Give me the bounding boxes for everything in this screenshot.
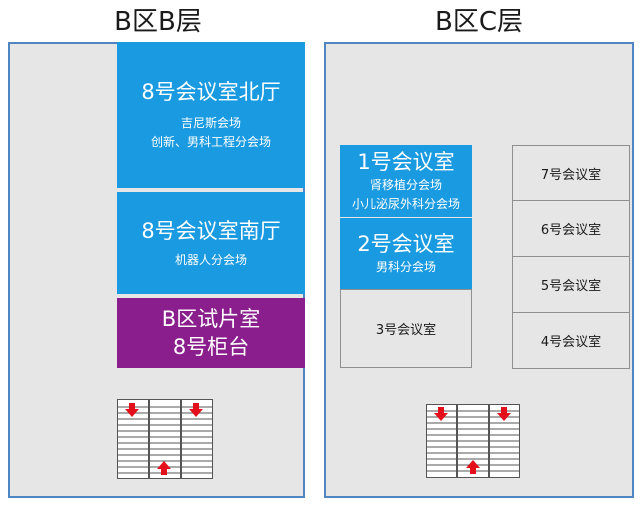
room-7[interactable]: 7号会议室 <box>512 145 630 201</box>
room-8-north-hall-venue-1: 吉尼斯会场 <box>180 116 241 130</box>
room-5[interactable]: 5号会议室 <box>512 256 630 313</box>
room-8-north-hall-name: 8号会议室北厅 <box>141 80 281 104</box>
arrow-up-icon <box>157 461 171 475</box>
arrow-up-icon <box>466 460 480 474</box>
room-1-name: 1号会议室 <box>357 150 455 174</box>
arrow-down-icon <box>497 407 511 421</box>
room-2-venue-1: 男科分会场 <box>375 260 436 274</box>
arrow-down-icon <box>434 407 448 421</box>
arrow-down-icon <box>189 403 203 417</box>
floor-b-map: 8号会议室北厅 吉尼斯会场 创新、男科工程分会场 8号会议室南厅 机器人分会场 … <box>8 42 305 498</box>
room-8-south-hall-venue-1: 机器人分会场 <box>174 252 247 267</box>
room-1[interactable]: 1号会议室 肾移植分会场 小儿泌尿外科分会场 <box>340 145 472 217</box>
preview-room[interactable]: B区试片室 8号柜台 <box>117 298 305 368</box>
room-8-south-hall[interactable]: 8号会议室南厅 机器人分会场 <box>117 192 305 294</box>
escalator-icon <box>426 404 520 478</box>
floor-c-map: 1号会议室 肾移植分会场 小儿泌尿外科分会场 2号会议室 男科分会场 3号会议室… <box>324 42 634 498</box>
arrow-down-icon <box>125 403 139 417</box>
room-3-name: 3号会议室 <box>375 323 437 338</box>
preview-room-name: B区试片室 <box>161 307 261 331</box>
room-7-name: 7号会议室 <box>540 167 602 183</box>
room-8-north-hall-venue-2: 创新、男科工程分会场 <box>150 135 271 149</box>
room-5-name: 5号会议室 <box>540 279 602 294</box>
room-8-south-hall-name: 8号会议室南厅 <box>141 218 281 243</box>
escalator-icon <box>117 399 213 479</box>
room-6[interactable]: 6号会议室 <box>512 200 630 257</box>
floor-title-c: B区C层 <box>435 7 523 37</box>
room-3[interactable]: 3号会议室 <box>340 289 472 368</box>
preview-room-counter: 8号柜台 <box>172 335 250 359</box>
room-1-venue-1: 肾移植分会场 <box>369 178 442 192</box>
room-4[interactable]: 4号会议室 <box>512 312 630 369</box>
floor-title-b: B区B层 <box>114 7 202 37</box>
room-2[interactable]: 2号会议室 男科分会场 <box>340 218 472 289</box>
room-6-name: 6号会议室 <box>540 223 602 238</box>
room-2-name: 2号会议室 <box>357 232 455 256</box>
room-1-venue-2: 小儿泌尿外科分会场 <box>351 197 460 211</box>
room-4-name: 4号会议室 <box>540 335 602 350</box>
room-8-north-hall[interactable]: 8号会议室北厅 吉尼斯会场 创新、男科工程分会场 <box>117 42 305 188</box>
